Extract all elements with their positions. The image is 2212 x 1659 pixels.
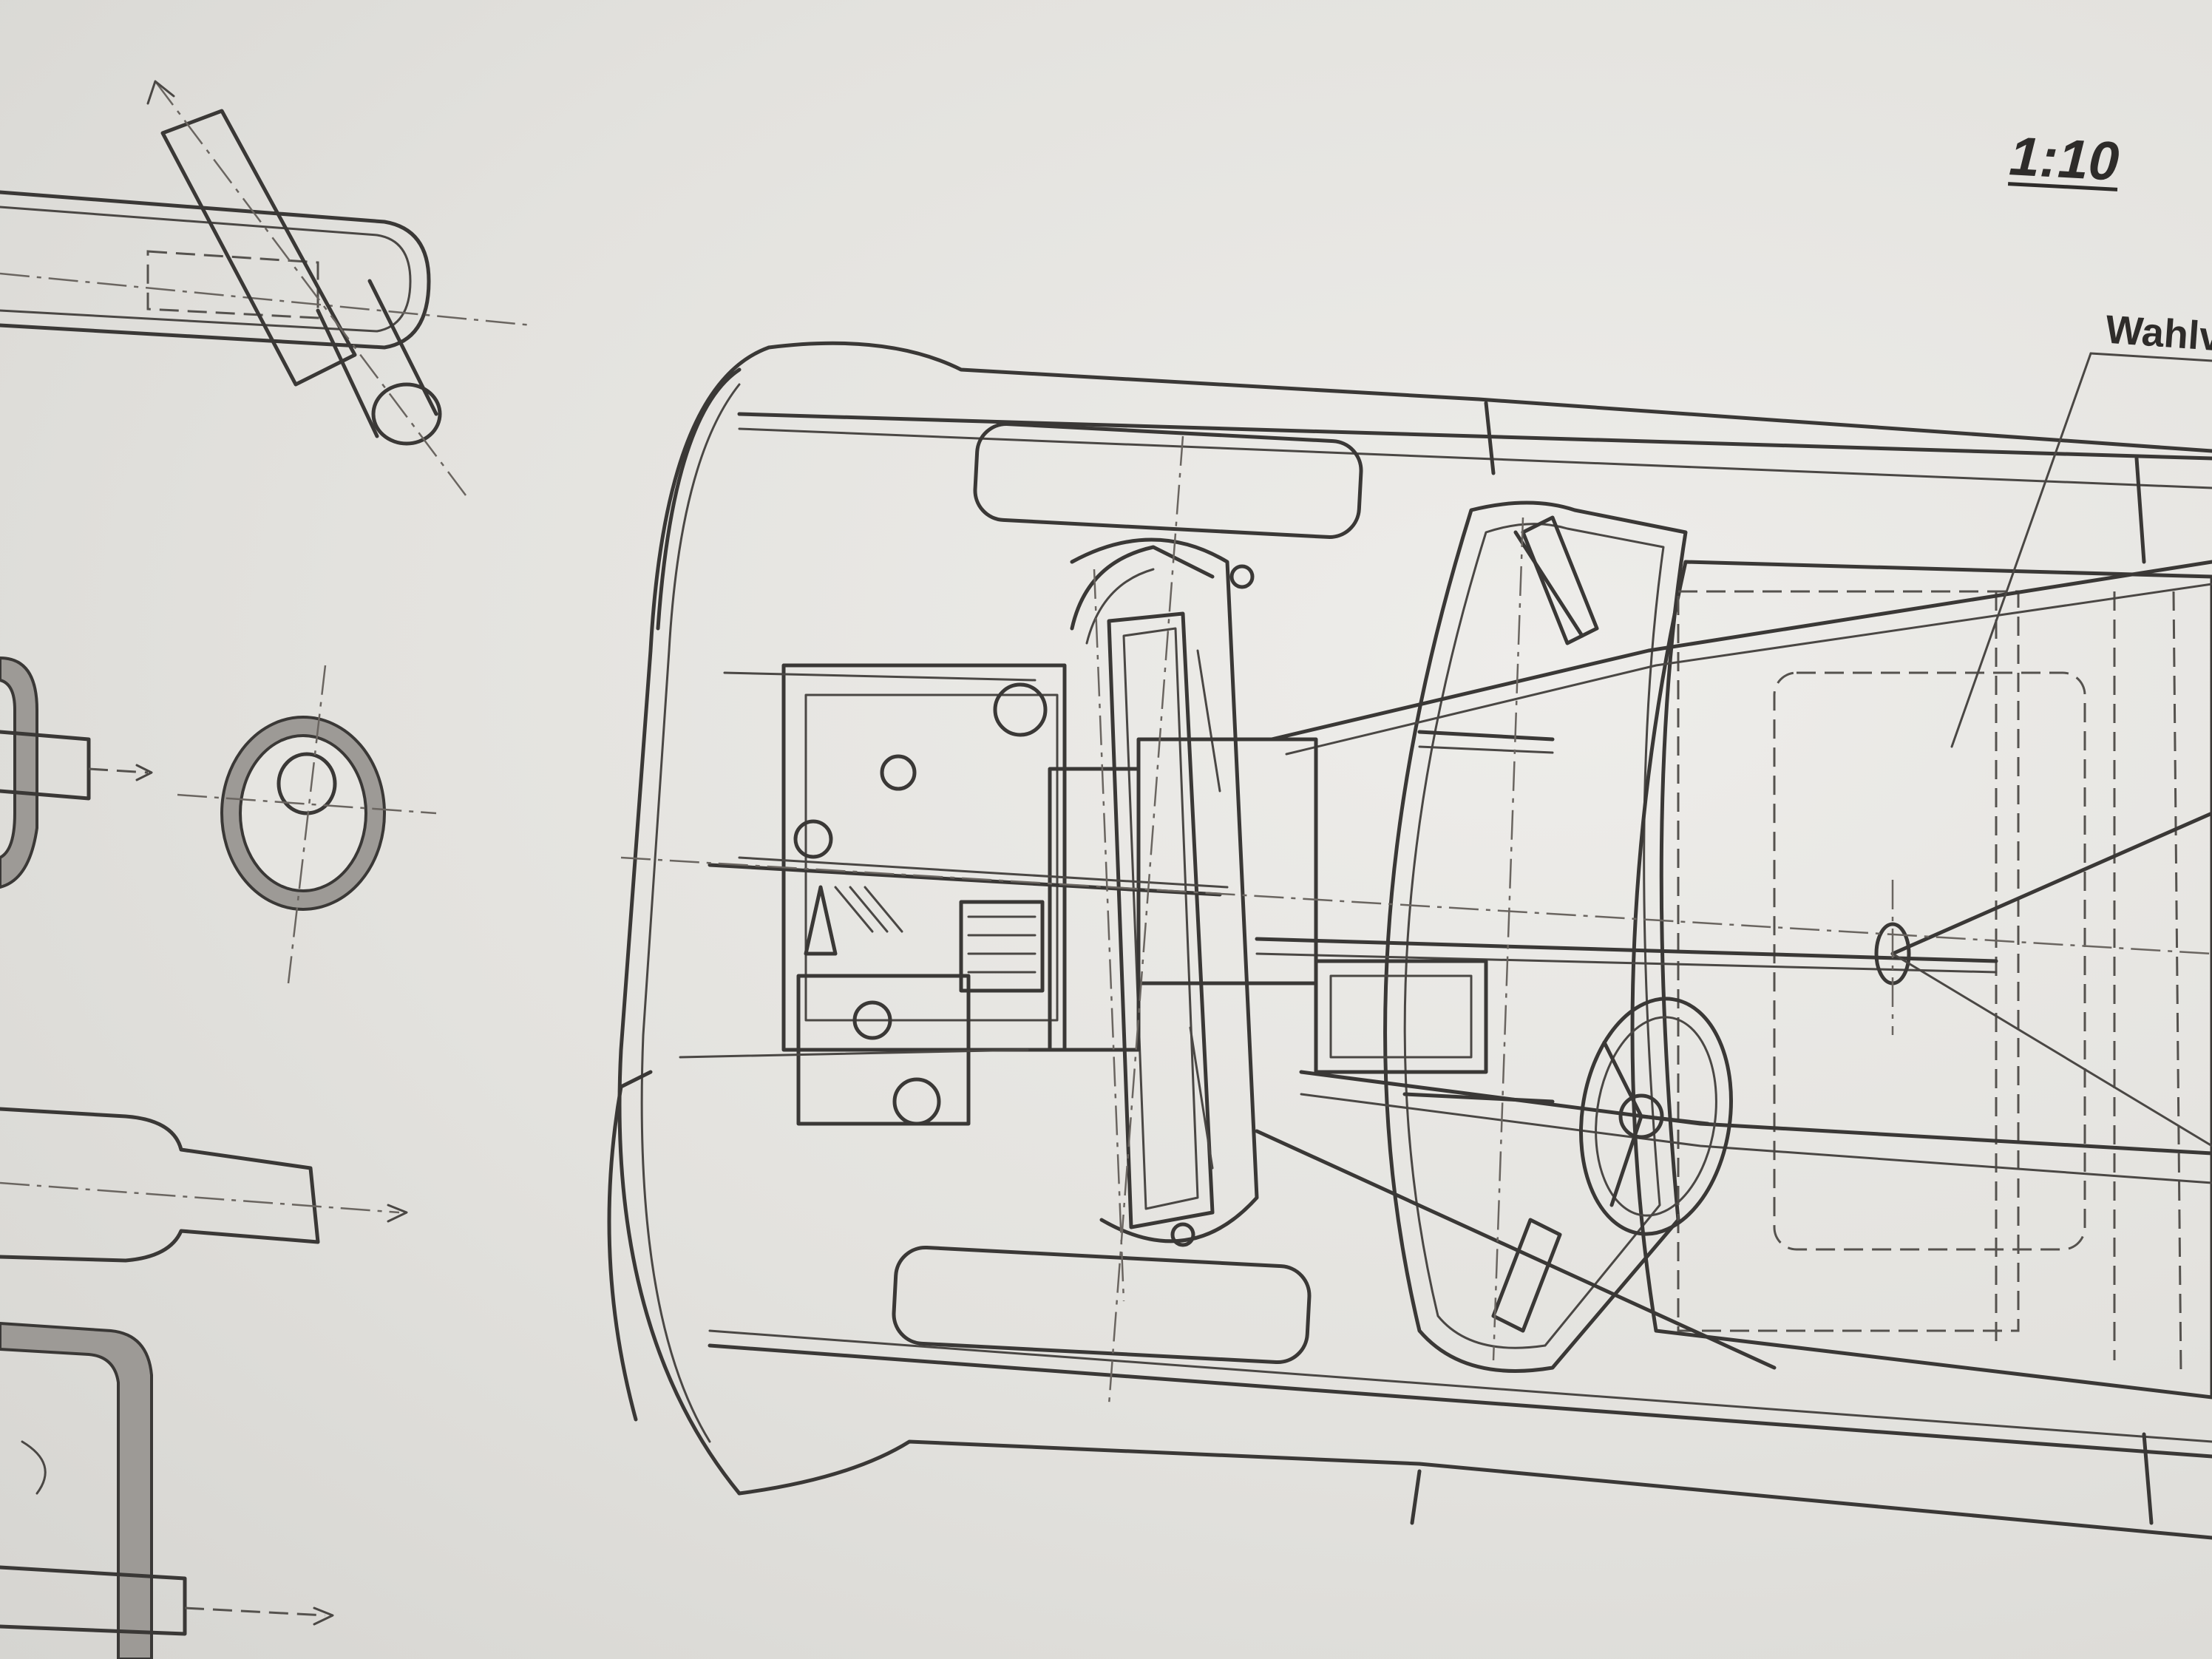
callout-leader [1950, 352, 2212, 748]
section-detail-oval [177, 665, 437, 984]
pipe-detail-top [0, 80, 533, 496]
section-detail-box [0, 1321, 334, 1659]
callout-label: Wahlv [2104, 307, 2212, 360]
pipe-detail-middle [0, 656, 153, 889]
scale-label: 1:10 [2007, 125, 2121, 192]
pipe-detail-lower [0, 1107, 408, 1263]
car-chassis-plan [607, 341, 2212, 1540]
